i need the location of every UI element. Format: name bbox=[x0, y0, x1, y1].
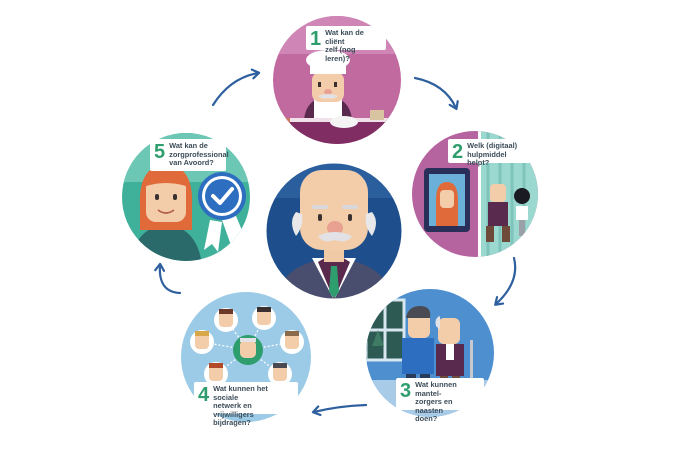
step-5-card: 5 Wat kan de zorgprofessional van Avoord… bbox=[150, 139, 229, 171]
step-number: 5 bbox=[154, 141, 166, 163]
network-person bbox=[268, 362, 292, 386]
step-3-card: 3 Wat kunnen mantel- zorgers en naasten … bbox=[396, 378, 484, 423]
step-question: Wat kunnen het sociale netwerk en vrijwi… bbox=[213, 384, 268, 428]
step-number: 2 bbox=[452, 141, 464, 163]
center-portrait bbox=[266, 163, 402, 299]
step-number: 1 bbox=[310, 28, 322, 50]
cycle-arrow-icon bbox=[494, 256, 517, 306]
network-person bbox=[252, 306, 276, 330]
cycle-arrow-icon bbox=[211, 68, 261, 107]
cycle-arrow-icon bbox=[311, 403, 368, 417]
network-person bbox=[190, 330, 214, 354]
network-person bbox=[280, 330, 304, 354]
step-2-card: 2 Welk (digitaal) hulpmiddel helpt? bbox=[448, 139, 530, 167]
step-number: 3 bbox=[400, 380, 412, 402]
network-person bbox=[214, 308, 238, 332]
cycle-arrow-icon bbox=[154, 262, 182, 295]
step-1-card: 1 Wat kan de cliënt zelf (nog leren)? bbox=[306, 26, 386, 63]
cycle-arrow-icon bbox=[413, 76, 459, 111]
step-number: 4 bbox=[198, 384, 210, 406]
network-person bbox=[204, 362, 228, 386]
step-question: Wat kan de zorgprofessional van Avoord? bbox=[169, 141, 229, 168]
step-question: Welk (digitaal) hulpmiddel helpt? bbox=[467, 141, 518, 168]
network-center-client bbox=[233, 335, 263, 365]
step-question: Wat kunnen mantel- zorgers en naasten do… bbox=[415, 380, 457, 424]
step-4-card: 4 Wat kunnen het sociale netwerk en vrij… bbox=[194, 382, 298, 427]
check-badge-icon bbox=[198, 172, 246, 252]
step-question: Wat kan de cliënt zelf (nog leren)? bbox=[325, 28, 364, 63]
